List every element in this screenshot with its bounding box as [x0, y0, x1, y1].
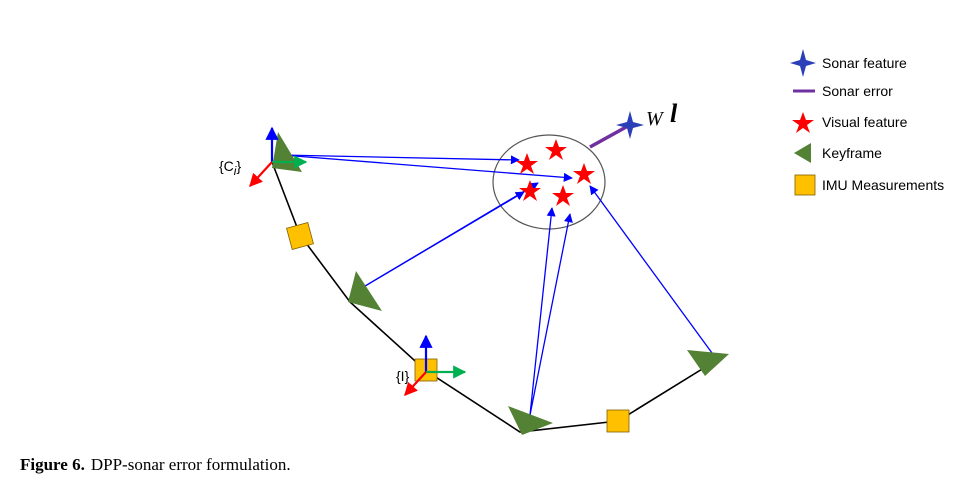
- legend-sonar-feature-icon: [790, 49, 816, 77]
- legend: Sonar feature Sonar error Visual feature…: [790, 49, 944, 196]
- legend-keyframe-icon: [794, 143, 811, 163]
- imu-square: [286, 222, 314, 250]
- keyframe-triangle: [687, 350, 729, 376]
- camera-frame-label: {Ci}: [219, 158, 241, 178]
- legend-keyframe-label: Keyframe: [822, 145, 882, 161]
- visual-feature-star: [552, 185, 574, 206]
- imu-axis-z: [404, 371, 427, 396]
- landmark-symbol-label: l: [670, 99, 678, 128]
- keyframe-triangle: [272, 132, 302, 172]
- camera-frame-axes: [249, 126, 308, 187]
- sonar-feature-star: [616, 111, 644, 139]
- imu-frame-label: {I}: [396, 368, 410, 384]
- ray: [529, 207, 556, 416]
- legend-imu-icon: [794, 174, 816, 196]
- imu-square: [606, 409, 630, 433]
- visual-feature-star: [545, 139, 567, 160]
- figure-caption: Figure 6. DPP-sonar error formulation.: [20, 455, 291, 475]
- visual-feature-star: [573, 163, 595, 184]
- legend-sonar-error-label: Sonar error: [822, 83, 893, 99]
- visual-feature-star: [516, 153, 538, 174]
- legend-visual-feature-label: Visual feature: [822, 114, 908, 130]
- sonar-error-line: [589, 124, 629, 149]
- legend-sonar-feature-label: Sonar feature: [822, 55, 907, 71]
- landmark-frame-label: W: [646, 108, 665, 130]
- imu-frame-axes: [404, 334, 467, 396]
- legend-imu-label: IMU Measurements: [822, 177, 944, 193]
- ray: [281, 154, 573, 182]
- landmark-ellipse: [492, 134, 606, 230]
- visual-features: [516, 139, 595, 206]
- imu-measurements: [286, 222, 630, 433]
- figure-caption-label: Figure 6.: [20, 455, 85, 474]
- visual-feature-star: [519, 180, 541, 201]
- ray: [589, 185, 713, 354]
- projection-rays: [281, 154, 713, 416]
- keyframe-triangle: [348, 271, 382, 311]
- ray: [529, 213, 573, 416]
- figure-caption-text: DPP-sonar error formulation.: [90, 455, 291, 474]
- trajectory-line: [271, 161, 721, 433]
- ray: [354, 191, 525, 293]
- legend-visual-feature-icon: [792, 112, 814, 133]
- keyframe-triangle: [508, 406, 553, 435]
- ray: [281, 154, 520, 165]
- camera-axis-z: [249, 161, 273, 187]
